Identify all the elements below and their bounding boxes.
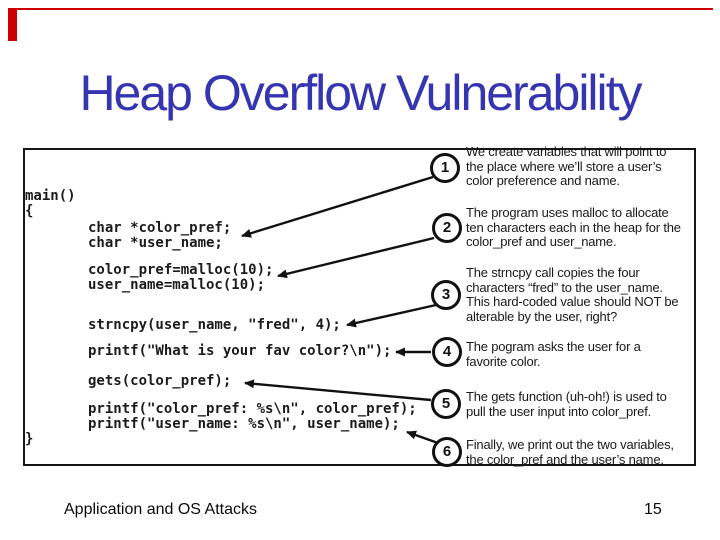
code-line: strncpy(user_name, "fred", 4); bbox=[88, 317, 341, 333]
annotation-3: The strncpy call copies the four charact… bbox=[466, 265, 704, 324]
step-number: 2 bbox=[442, 219, 452, 236]
slide-title: Heap Overflow Vulnerability bbox=[79, 65, 642, 121]
annotation-5: The gets function (uh-oh!) is used to pu… bbox=[466, 389, 704, 419]
code-line: char *user_name; bbox=[88, 235, 223, 251]
annotation-line: alterable by the user, right? bbox=[466, 308, 618, 324]
step-circle-5: 5 bbox=[431, 389, 461, 419]
page-number: 15 bbox=[644, 501, 662, 518]
red-top-rule bbox=[13, 8, 713, 10]
annotation-line: Finally, we print out the two variables, bbox=[466, 437, 674, 452]
annotation-line: the place where we’ll store a user’s bbox=[466, 158, 662, 174]
code-line: gets(color_pref); bbox=[88, 373, 232, 389]
annotation-line: color preference and name. bbox=[466, 173, 620, 188]
annotation-line: pull the user input into color_pref. bbox=[466, 403, 652, 419]
annotation-line: the color_pref and the user’s name. bbox=[466, 451, 664, 467]
annotation-line: We create variables that will point to bbox=[466, 144, 667, 159]
step-circle-6: 6 bbox=[432, 437, 462, 467]
annotation-line: characters “fred” to the user_name. bbox=[466, 279, 663, 295]
step-circle-2: 2 bbox=[432, 213, 462, 243]
code-line: char *color_pref; bbox=[88, 220, 232, 236]
code-line: printf("user_name: %s\n", user_name); bbox=[88, 416, 400, 432]
code-line: printf("What is your fav color?\n"); bbox=[88, 343, 392, 359]
annotation-line: This hard-coded value should NOT be bbox=[466, 294, 679, 309]
step-number: 3 bbox=[441, 286, 451, 303]
code-line: printf("color_pref: %s\n", color_pref); bbox=[88, 401, 417, 417]
annotation-line: The strncpy call copies the four bbox=[466, 265, 640, 280]
step-circle-4: 4 bbox=[432, 337, 462, 367]
step-number: 1 bbox=[440, 159, 450, 176]
code-line: } bbox=[25, 431, 34, 447]
annotation-line: ten characters each in the heap for the bbox=[466, 219, 681, 235]
step-number: 5 bbox=[441, 395, 451, 412]
annotation-line: The pogram asks the user for a bbox=[466, 339, 641, 354]
footer-course-title: Application and OS Attacks bbox=[64, 501, 257, 518]
annotation-line: The program uses malloc to allocate bbox=[466, 205, 669, 220]
red-corner-bar bbox=[8, 8, 17, 41]
annotation-4: The pogram asks the user for a favorite … bbox=[466, 339, 704, 369]
code-line: color_pref=malloc(10); bbox=[88, 262, 274, 278]
annotation-line: The gets function (uh-oh!) is used to bbox=[466, 389, 667, 404]
step-circle-3: 3 bbox=[431, 280, 461, 310]
code-line: main() bbox=[25, 188, 76, 204]
code-line: user_name=malloc(10); bbox=[88, 277, 266, 293]
annotation-line: color_pref and user_name. bbox=[466, 234, 617, 249]
code-line: { bbox=[25, 203, 34, 219]
step-circle-1: 1 bbox=[430, 153, 460, 183]
step-number: 6 bbox=[442, 443, 452, 460]
annotation-2: The program uses malloc to allocate ten … bbox=[466, 205, 704, 250]
step-number: 4 bbox=[442, 343, 452, 360]
annotation-1: We create variables that will point to t… bbox=[466, 144, 704, 189]
annotation-6: Finally, we print out the two variables,… bbox=[466, 437, 704, 467]
annotation-line: favorite color. bbox=[466, 353, 541, 369]
